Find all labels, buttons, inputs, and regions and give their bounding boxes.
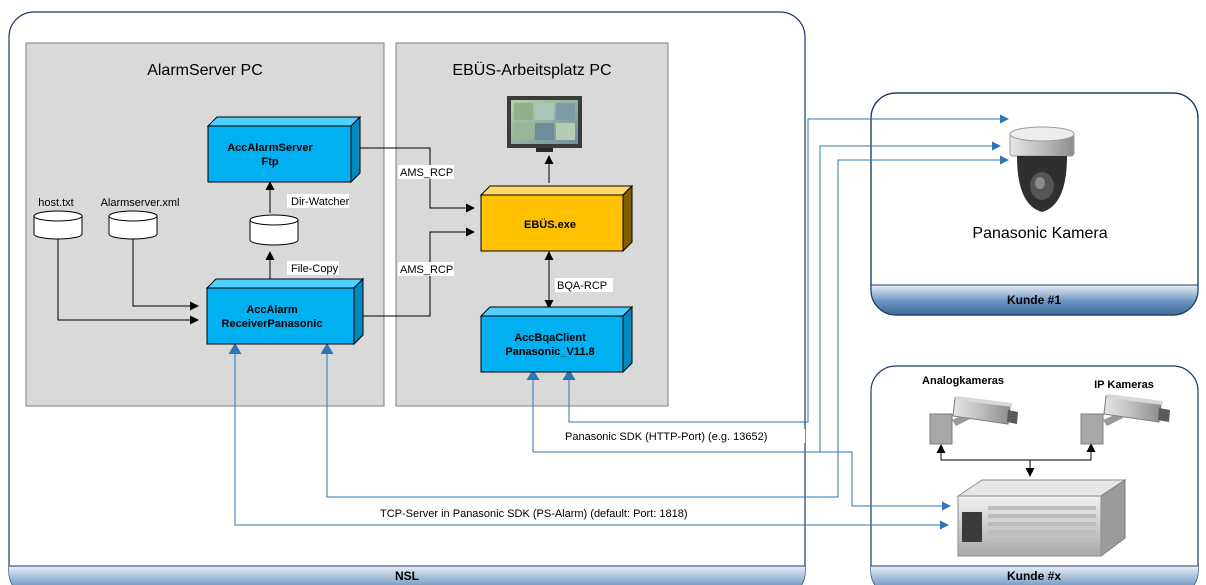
accalarm-receiver-box: AccAlarm ReceiverPanasonic bbox=[205, 277, 365, 346]
analog-camera-icon bbox=[929, 396, 1018, 445]
sdk-http-label: Panasonic SDK (HTTP-Port) (e.g. 13652) bbox=[565, 431, 767, 443]
nvr-recorder-icon bbox=[956, 479, 1127, 557]
host-txt-datastore: host.txt bbox=[33, 197, 83, 240]
nsl-label: NSL bbox=[395, 569, 419, 583]
ebues-exe-label: EBÜS.exe bbox=[524, 218, 576, 231]
panasonic-dome-camera-icon bbox=[1009, 126, 1075, 212]
tcp-server-label: TCP-Server in Panasonic SDK (PS-Alarm) (… bbox=[380, 508, 688, 520]
alarmserver-pc-title: AlarmServer PC bbox=[147, 62, 263, 79]
accalarmserver-ftp-box: AccAlarmServer Ftp bbox=[206, 115, 362, 184]
panasonic-kamera-label: Panasonic Kamera bbox=[972, 225, 1107, 242]
accbqaclient-line1: AccBqaClient bbox=[514, 332, 586, 344]
accalarm-receiver-line1: AccAlarm bbox=[246, 304, 298, 316]
alarmserver-pc-panel: AlarmServer PC bbox=[25, 42, 385, 407]
ams-rcp-bottom-label: AMS_RCP bbox=[400, 264, 453, 276]
edge-labels: Dir-Watcher File-Copy AMS_RCP AMS_RCP BQ… bbox=[287, 165, 805, 520]
accalarmserver-line1: AccAlarmServer bbox=[227, 142, 313, 154]
ip-camera-icon bbox=[1080, 394, 1170, 445]
dir-watcher-label: Dir-Watcher bbox=[291, 196, 350, 208]
ams-rcp-top-label: AMS_RCP bbox=[400, 167, 453, 179]
ip-kameras-label: IP Kameras bbox=[1094, 379, 1154, 391]
kunde1-label: Kunde #1 bbox=[1007, 293, 1061, 307]
monitor-icon bbox=[507, 96, 582, 152]
sdk-connections bbox=[234, 114, 1009, 530]
bqa-rcp-label: BQA-RCP bbox=[557, 280, 607, 292]
analogkameras-label: Analogkameras bbox=[922, 375, 1004, 387]
accalarmserver-line2: Ftp bbox=[261, 156, 278, 168]
alarmserver-xml-datastore: Alarmserver.xml bbox=[101, 197, 180, 240]
host-txt-label: host.txt bbox=[38, 197, 73, 209]
accalarm-receiver-line2: ReceiverPanasonic bbox=[222, 318, 323, 330]
alarmserver-xml-label: Alarmserver.xml bbox=[101, 197, 180, 209]
ebues-pc-title: EBÜS-Arbeitsplatz PC bbox=[452, 61, 611, 79]
ebues-exe-box: EBÜS.exe bbox=[479, 184, 634, 253]
ftp-folder-datastore bbox=[249, 214, 299, 246]
accbqaclient-line2: Panasonic_V11.8 bbox=[505, 346, 594, 358]
file-copy-label: File-Copy bbox=[291, 263, 339, 275]
kundex-label: Kunde #x bbox=[1007, 569, 1061, 583]
accbqaclient-box: AccBqaClient Panasonic_V11.8 bbox=[479, 305, 634, 374]
sdk-arrowheads bbox=[228, 343, 576, 380]
